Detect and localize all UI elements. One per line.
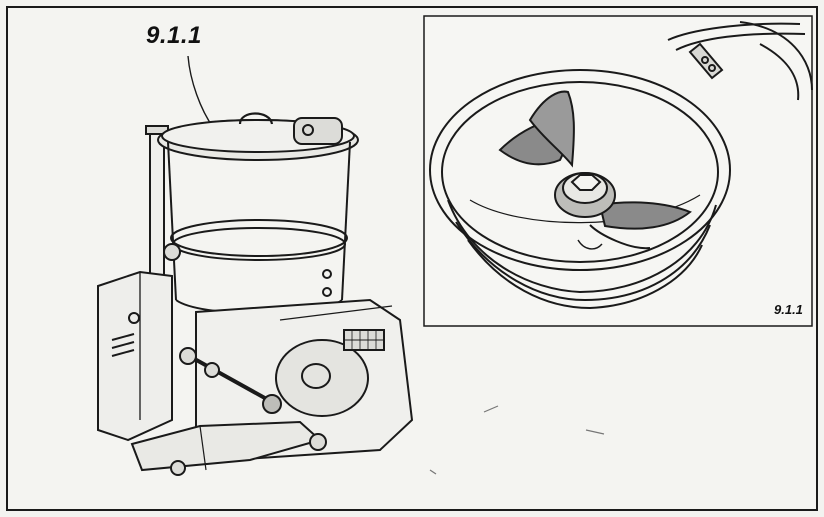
inset-panel — [423, 15, 813, 327]
inset-callout-label: 9.1.1 — [774, 302, 803, 317]
main-callout-label: 9.1.1 — [146, 22, 202, 49]
bowl-blade-detail-illustration — [429, 21, 813, 310]
scan-speckles — [429, 405, 605, 475]
mixer-machine-illustration — [97, 55, 414, 476]
